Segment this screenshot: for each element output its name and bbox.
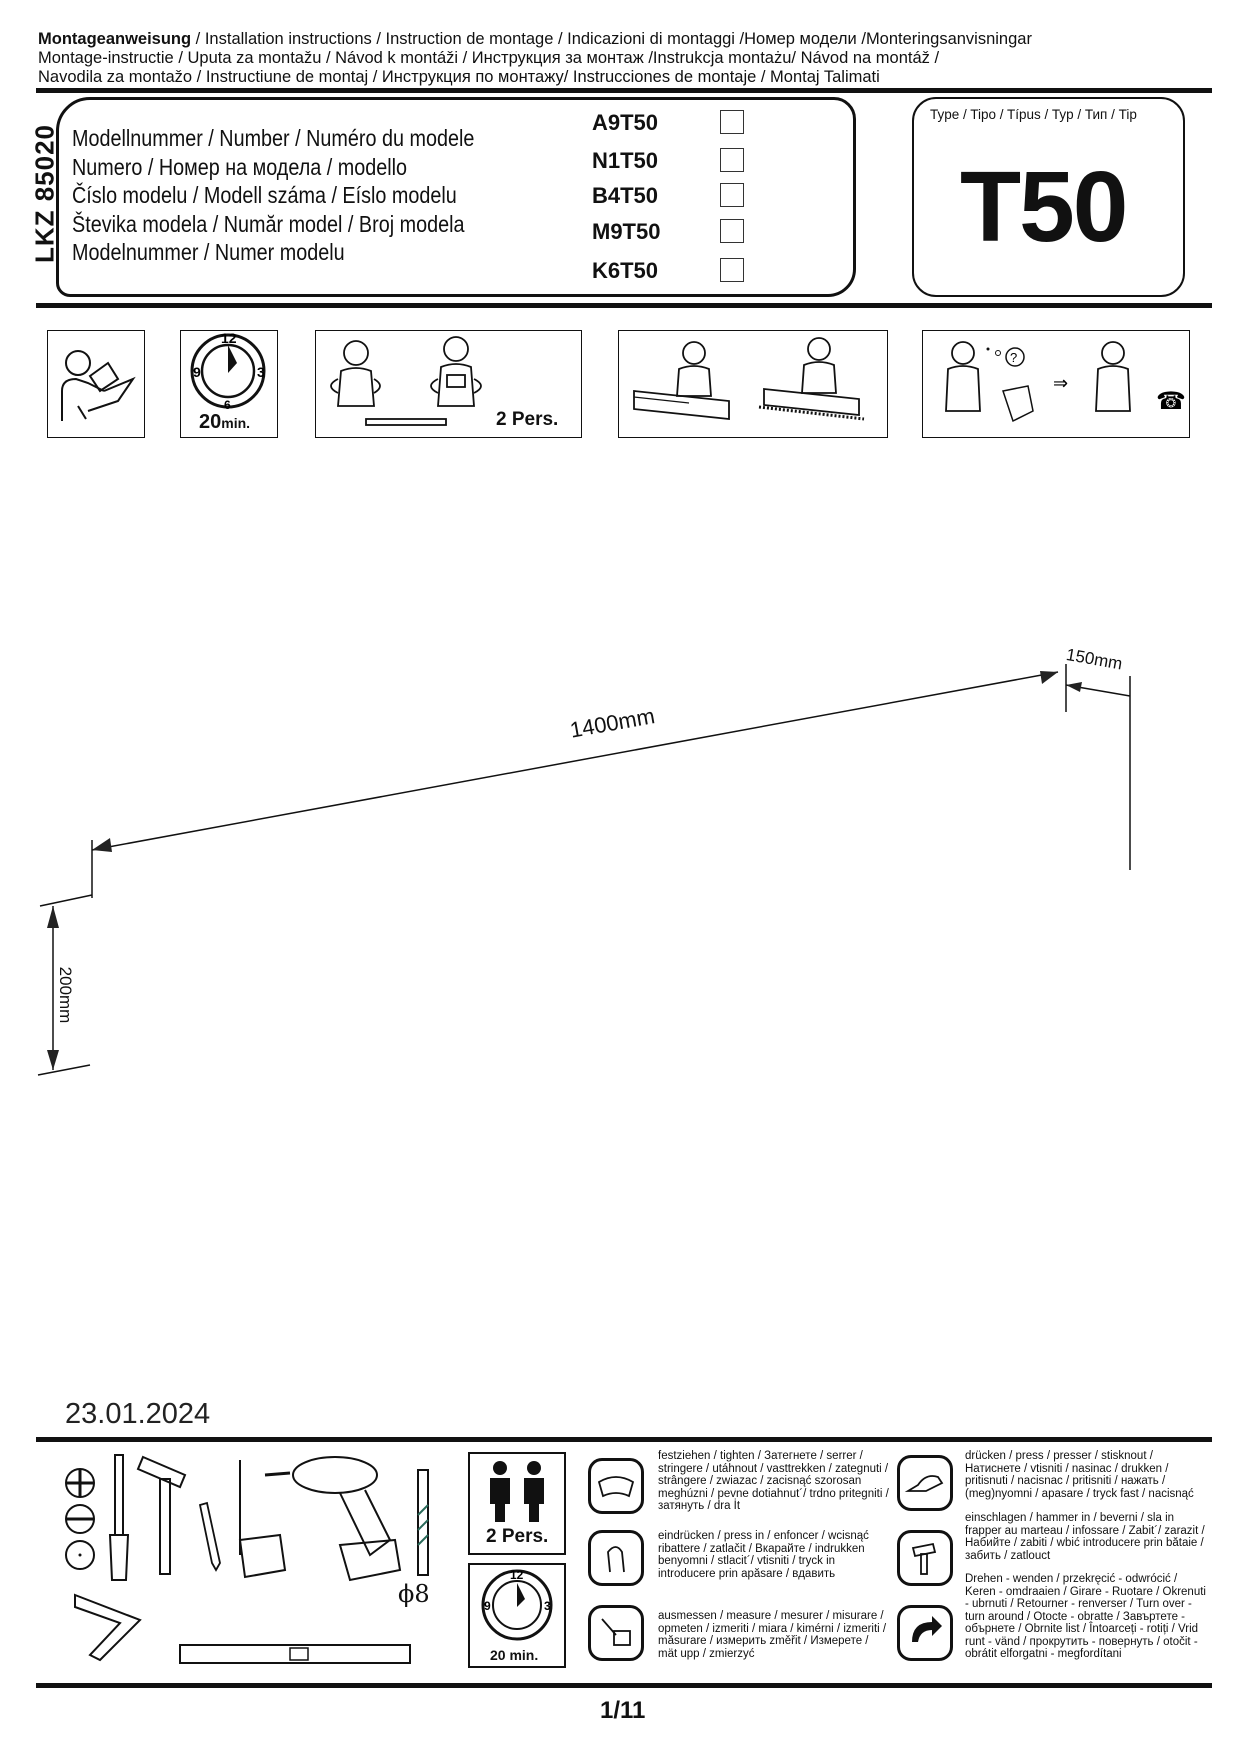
arrow-right-icon bbox=[1040, 671, 1058, 684]
model-label: Modellnummer / Number / Numéro du modele bbox=[72, 125, 475, 151]
square-ruler-icon bbox=[74, 1593, 142, 1662]
press-legend-text: drücken / press / presser / stisknout / … bbox=[965, 1450, 1194, 1500]
model-code-a9t50: A9T50 bbox=[592, 110, 659, 135]
call-service-pictogram: ? ⇒ ☎ bbox=[922, 330, 1190, 438]
two-workers-icon bbox=[330, 336, 482, 426]
model-label: Modelnummer / Numer modelu bbox=[72, 239, 345, 265]
pencil-icon bbox=[198, 1501, 221, 1572]
measure-legend-icon bbox=[588, 1605, 644, 1661]
time-value: 20min. bbox=[199, 411, 251, 433]
time-pictogram: 12 9 3 6 20min. bbox=[180, 330, 278, 438]
required-tools-illustration bbox=[65, 1454, 429, 1664]
type-panel bbox=[912, 97, 1185, 297]
svg-text:12: 12 bbox=[510, 1568, 524, 1582]
unpacking-icon bbox=[633, 337, 865, 421]
model-checkbox-b4t50[interactable] bbox=[720, 183, 744, 207]
clock-icon: 12 9 3 bbox=[481, 1568, 553, 1641]
title-line-3: Navodila za montažo / Instructiune de mo… bbox=[38, 68, 880, 86]
type-label: Type / Tipo / Típus / Typ / Тип / Tip bbox=[930, 107, 1137, 122]
model-code-m9t50: M9T50 bbox=[592, 219, 661, 244]
svg-text:?: ? bbox=[1010, 350, 1017, 365]
assembly-time-box: 12 9 3 20 min. bbox=[468, 1563, 566, 1668]
footer-divider-top bbox=[36, 1437, 1212, 1442]
document-date: 23.01.2024 bbox=[65, 1398, 211, 1430]
drill-bit-size: ϕ8 bbox=[398, 1580, 430, 1608]
press-in-legend-icon bbox=[588, 1530, 644, 1586]
model-label: Števika modela / Număr model / Broj mode… bbox=[72, 210, 465, 237]
turn-over-legend-text: Drehen - wenden / przekręcić - odwrócić … bbox=[965, 1573, 1206, 1660]
cordless-drill-icon bbox=[264, 1456, 402, 1582]
svg-text:3: 3 bbox=[257, 364, 265, 380]
svg-text:⇒: ⇒ bbox=[1053, 373, 1068, 394]
svg-text:6: 6 bbox=[224, 398, 231, 411]
press-in-legend-text: eindrücken / press in / enfoncer / wcisn… bbox=[658, 1530, 869, 1580]
spirit-level-icon bbox=[179, 1644, 411, 1664]
title-line-2: Montage-instructie / Uputa za montažu / … bbox=[38, 49, 940, 67]
model-checkbox-m9t50[interactable] bbox=[720, 219, 744, 243]
drill-bit-icon bbox=[417, 1469, 429, 1576]
hammer-in-legend-text: einschlagen / hammer in / beverni / sla … bbox=[965, 1512, 1205, 1562]
page-number: 1/11 bbox=[600, 1697, 646, 1724]
model-code-b4t50: B4T50 bbox=[592, 183, 659, 208]
model-code-n1t50: N1T50 bbox=[592, 148, 659, 173]
two-persons-icon bbox=[490, 1461, 544, 1522]
screwdriver-icon bbox=[108, 1454, 130, 1581]
multilingual-title: Montageanweisung / Installation instruct… bbox=[38, 30, 1218, 87]
svg-text:9: 9 bbox=[484, 1599, 491, 1613]
persons-count-label: 2 Pers. bbox=[486, 1526, 549, 1547]
press-legend-icon bbox=[897, 1455, 953, 1511]
clock-icon: 12 9 3 6 bbox=[190, 330, 266, 412]
panel-divider bbox=[36, 303, 1212, 308]
read-instructions-pictogram bbox=[47, 330, 145, 438]
height-dimension-label: 200mm bbox=[56, 966, 75, 1024]
tighten-legend-icon bbox=[588, 1458, 644, 1514]
model-label: Číslo modelu / Modell száma / Eíslo mode… bbox=[72, 182, 457, 208]
model-number-panel bbox=[56, 97, 856, 297]
person-reading-icon bbox=[61, 350, 136, 421]
two-persons-pictogram: 2 Pers. bbox=[315, 330, 582, 438]
svg-text:12: 12 bbox=[221, 331, 237, 346]
missing-part-call-icon: ? ⇒ ☎ bbox=[945, 341, 1186, 423]
assembly-time-label: 20 min. bbox=[490, 1647, 539, 1663]
tape-measure-icon bbox=[238, 1460, 287, 1579]
svg-text:9: 9 bbox=[193, 364, 201, 380]
unpack-on-carpet-pictogram bbox=[618, 330, 888, 438]
title-bold: Montageanweisung bbox=[38, 30, 192, 48]
type-value: T50 bbox=[960, 151, 1128, 263]
model-checkbox-n1t50[interactable] bbox=[720, 148, 744, 172]
hammer-icon bbox=[136, 1455, 187, 1575]
model-number-labels: Modellnummer / Number / Numéro du modele… bbox=[72, 124, 474, 267]
footer-divider-bottom bbox=[36, 1683, 1212, 1688]
turn-over-legend-icon bbox=[897, 1605, 953, 1661]
svg-text:☎: ☎ bbox=[1156, 387, 1186, 415]
persons-required-box: 2 Pers. bbox=[468, 1452, 566, 1555]
model-code-k6t50: K6T50 bbox=[592, 258, 659, 283]
arrow-up-icon bbox=[47, 906, 59, 928]
model-checkbox-k6t50[interactable] bbox=[720, 258, 744, 282]
title-rest: / Installation instructions / Instructio… bbox=[191, 30, 1032, 48]
tighten-legend-text: festziehen / tighten / Затегнете / serre… bbox=[658, 1450, 889, 1512]
screwdriver-heads-icon bbox=[65, 1468, 95, 1570]
persons-label: 2 Pers. bbox=[496, 409, 559, 430]
svg-text:3: 3 bbox=[544, 1599, 551, 1613]
measure-legend-text: ausmessen / measure / mesurer / misurare… bbox=[658, 1610, 887, 1660]
model-label: Numero / Номер на модела / modello bbox=[72, 153, 407, 180]
header-divider bbox=[36, 88, 1212, 93]
arrow-left-icon bbox=[92, 838, 112, 852]
model-checkbox-a9t50[interactable] bbox=[720, 110, 744, 134]
arrow-down-icon bbox=[47, 1050, 59, 1070]
hammer-in-legend-icon bbox=[897, 1530, 953, 1586]
